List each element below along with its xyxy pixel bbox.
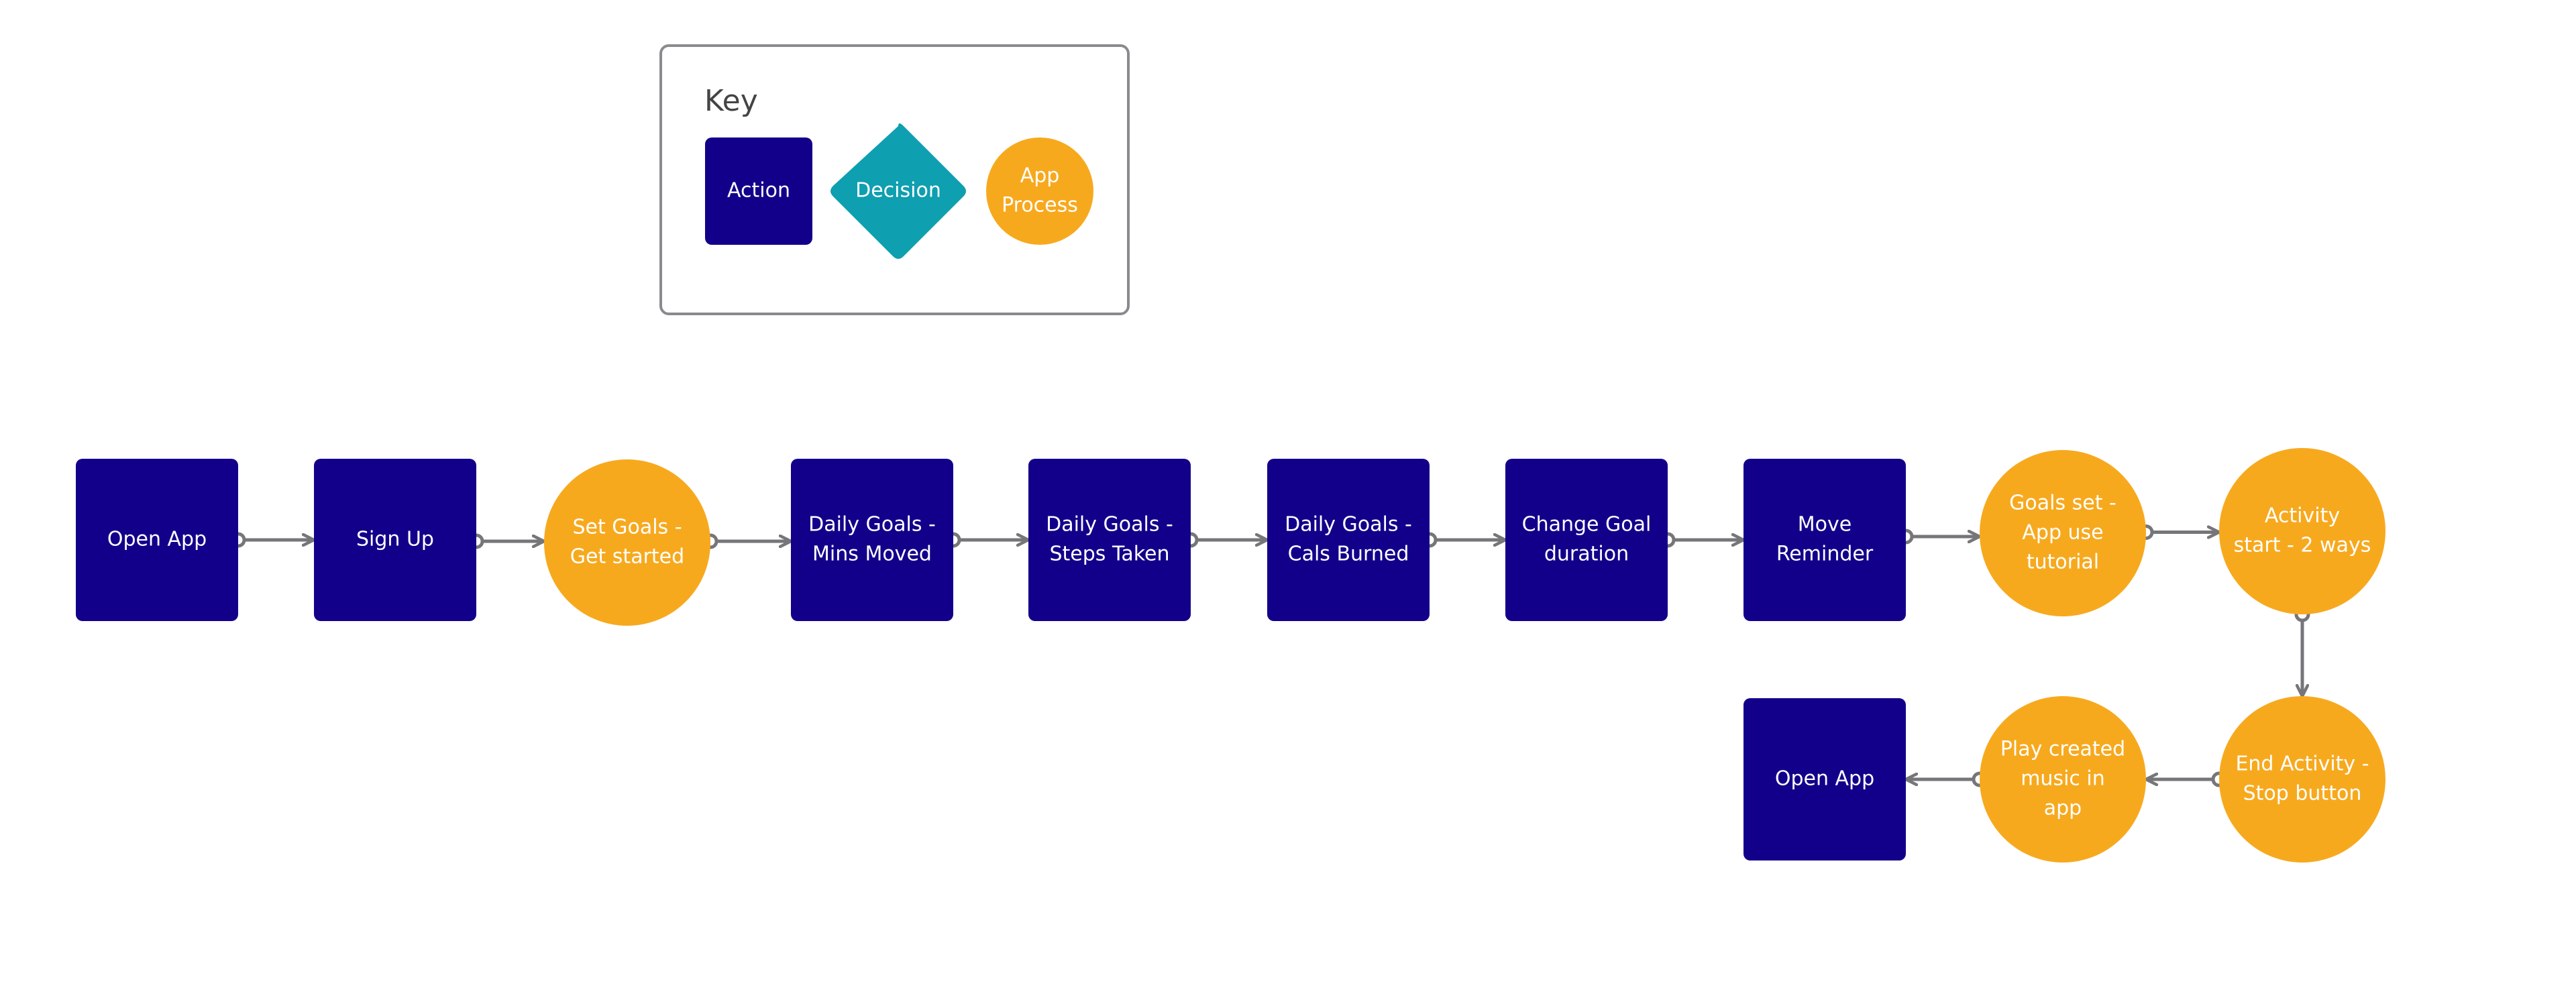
node-label: Change Goal — [1522, 513, 1652, 537]
node-open-app-2: Open App — [1743, 698, 1906, 860]
node-daily-goals-mins: Daily Goals - Mins Moved — [791, 459, 953, 621]
node-open-app-1: Open App — [76, 459, 238, 621]
process-shape — [1980, 450, 2146, 616]
node-change-goal-duration: Change Goal duration — [1505, 459, 1668, 621]
node-label: App use — [2022, 521, 2103, 545]
action-shape — [76, 459, 238, 621]
node-label: Daily Goals - — [1285, 513, 1412, 537]
node-sign-up: Sign Up — [314, 459, 476, 621]
node-label: Mins Moved — [812, 543, 932, 566]
action-shape — [1743, 698, 1906, 860]
node-label: duration — [1544, 543, 1629, 566]
node-label: Daily Goals - — [1046, 513, 1173, 537]
key-action-label: Action — [727, 179, 790, 203]
node-set-goals: Set Goals - Get started — [544, 459, 710, 626]
action-shape — [791, 459, 953, 621]
connector-daily-goals-cals-to-change-goal-duration — [1421, 532, 1505, 548]
node-play-music: Play created music in app — [1980, 696, 2146, 863]
key-item-decision: Decision — [830, 123, 966, 259]
key-action-shape — [705, 137, 812, 245]
node-end-activity: End Activity - Stop button — [2219, 696, 2385, 863]
connector-move-reminder-to-goals-set-tutorial — [1898, 529, 1980, 545]
key-process-label: Process — [1002, 194, 1078, 217]
node-label: End Activity - — [2235, 753, 2369, 776]
connector-set-goals-to-daily-goals-mins — [702, 533, 791, 549]
node-label: Stop button — [2243, 782, 2362, 805]
node-goals-set-tutorial: Goals set - App use tutorial — [1980, 450, 2146, 616]
action-shape — [1743, 459, 1906, 621]
key-decision-label: Decision — [855, 179, 941, 203]
node-label: Goals set - — [2009, 492, 2116, 515]
node-label: Play created — [2000, 738, 2125, 761]
connector-daily-goals-steps-to-daily-goals-cals — [1183, 532, 1267, 548]
key-title: Key — [704, 84, 758, 118]
node-label: Cals Burned — [1288, 543, 1409, 566]
flow-nodes: Open App Sign Up Set Goals - Get started Dai… — [76, 448, 2385, 863]
node-label: Open App — [1775, 767, 1874, 791]
connector-daily-goals-mins-to-daily-goals-steps — [945, 532, 1028, 548]
node-label: start - 2 ways — [2234, 534, 2371, 557]
node-label: tutorial — [2027, 551, 2099, 574]
connector-goals-set-tutorial-to-activity-start — [2138, 524, 2219, 540]
node-label: Daily Goals - — [808, 513, 936, 537]
key-process-label: App — [1020, 164, 1060, 188]
action-shape — [1028, 459, 1191, 621]
connector-change-goal-duration-to-move-reminder — [1660, 532, 1743, 548]
process-shape — [544, 459, 710, 626]
node-label: Open App — [107, 528, 207, 551]
node-label: Set Goals - — [572, 516, 682, 539]
connector-activity-start-to-end-activity — [2294, 606, 2310, 696]
connector-end-activity-to-play-music — [2146, 771, 2227, 787]
process-shape — [2219, 448, 2385, 614]
node-daily-goals-steps: Daily Goals - Steps Taken — [1028, 459, 1191, 621]
connector-open-app-1-to-sign-up — [230, 532, 314, 548]
key-decision-shape — [830, 123, 966, 259]
node-label: Get started — [570, 545, 684, 569]
action-shape — [314, 459, 476, 621]
node-label: app — [2044, 797, 2082, 820]
node-label: Reminder — [1776, 543, 1874, 566]
connector-sign-up-to-set-goals — [468, 533, 544, 549]
process-shape — [2219, 696, 2385, 863]
key-item-action: Action — [705, 137, 812, 245]
connector-play-music-to-open-app-2 — [1906, 771, 1988, 787]
node-daily-goals-cals: Daily Goals - Cals Burned — [1267, 459, 1430, 621]
node-label: music in — [2021, 767, 2105, 791]
action-shape — [1505, 459, 1668, 621]
node-activity-start: Activity start - 2 ways — [2219, 448, 2385, 614]
node-label: Sign Up — [356, 528, 434, 551]
node-label: Move — [1798, 513, 1851, 537]
process-shape — [1980, 696, 2146, 863]
key-process-shape — [986, 137, 1093, 245]
action-shape — [1267, 459, 1430, 621]
node-label: Steps Taken — [1050, 543, 1170, 566]
node-label: Activity — [2265, 504, 2340, 528]
